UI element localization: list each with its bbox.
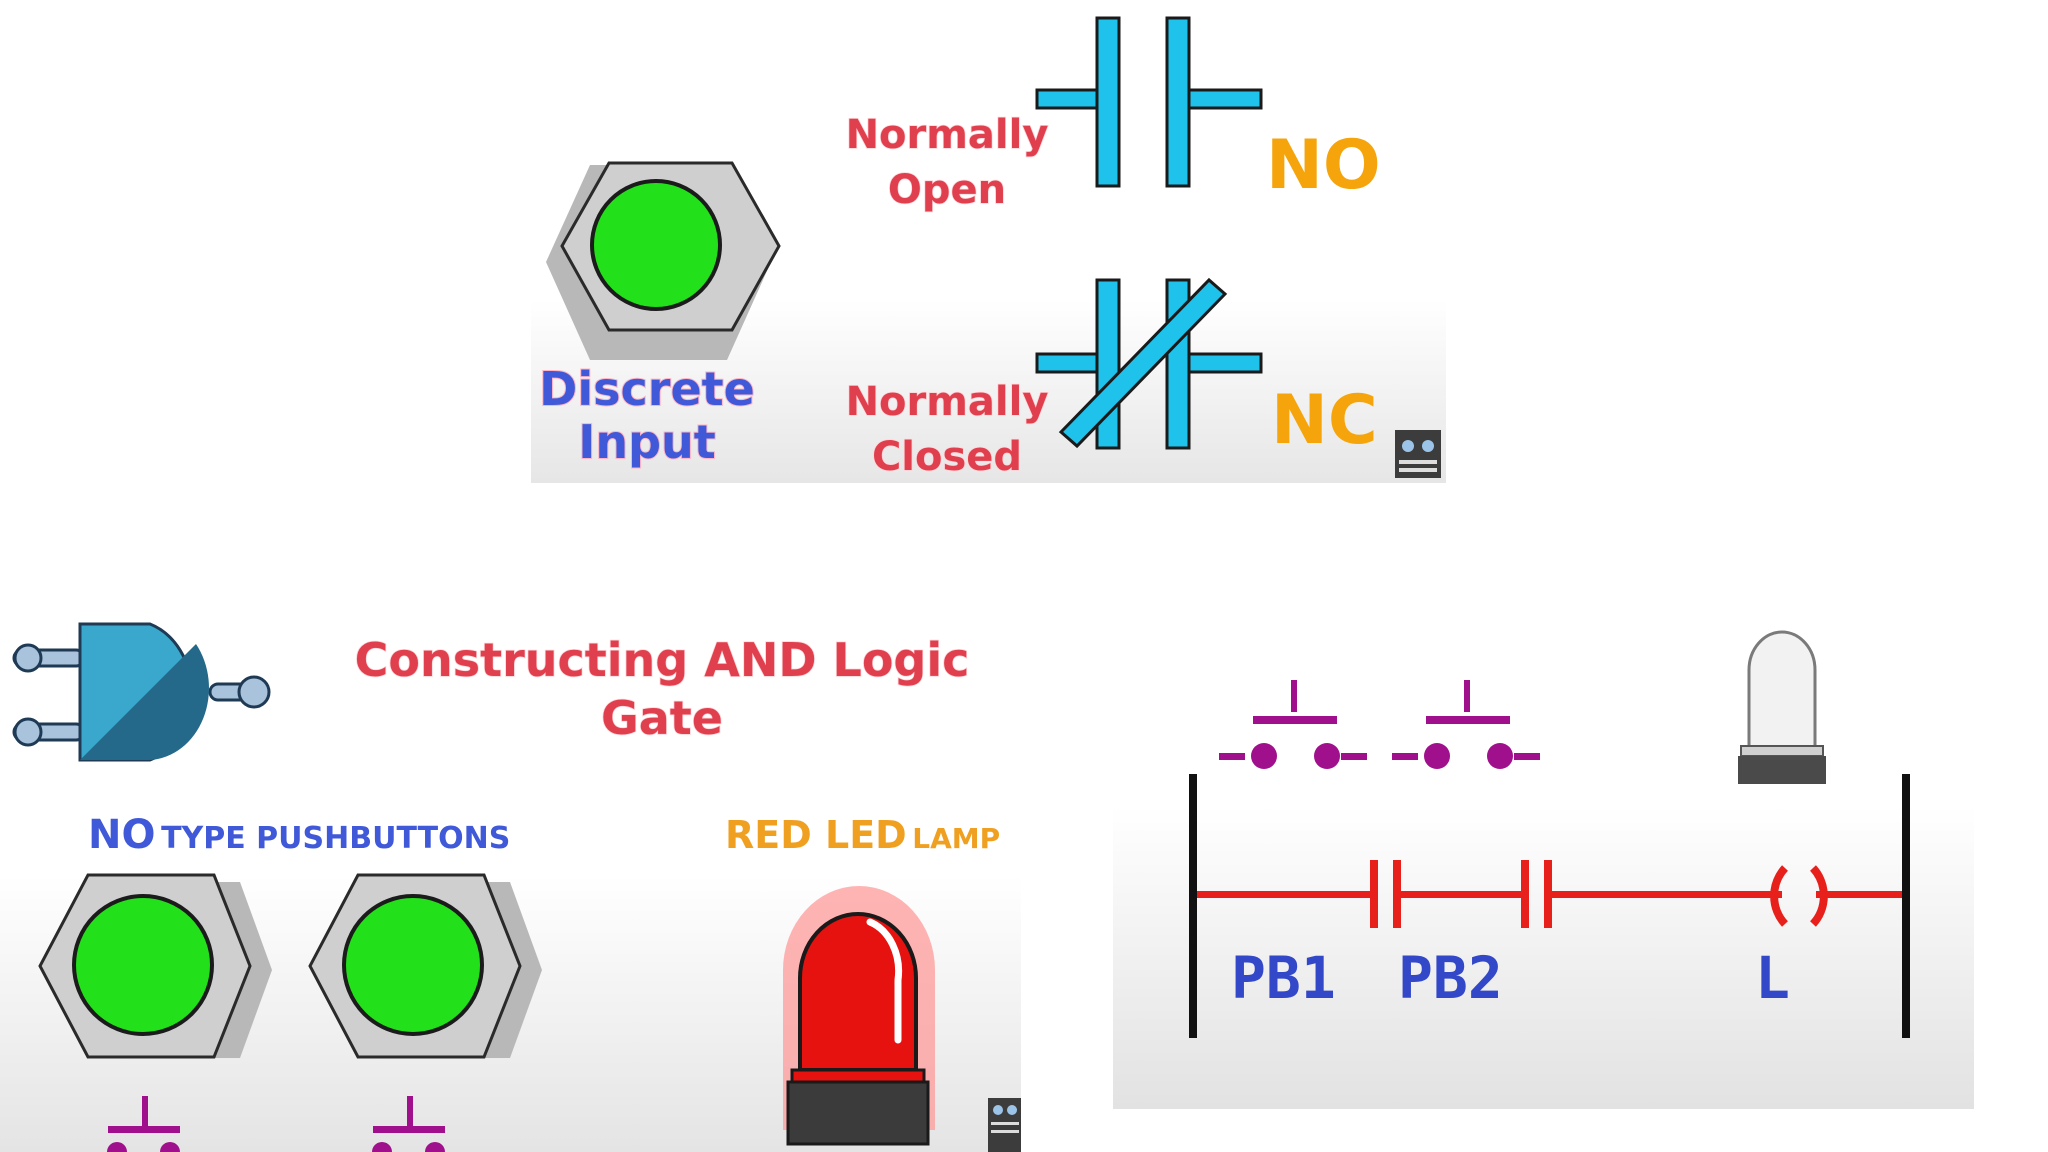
left-power-rail: [1189, 774, 1197, 1038]
lamp-label: L: [1755, 944, 1790, 1012]
pb1-label: PB1: [1231, 944, 1336, 1012]
discrete-label-line2: Input: [578, 415, 716, 469]
right-power-rail: [1902, 774, 1910, 1038]
nc-abbreviation: NC: [1271, 381, 1378, 460]
discrete-input-button-icon: [546, 161, 781, 360]
pushbuttons-heading: NO TYPE PUSHBUTTONS: [88, 812, 510, 858]
lamp-bulb-icon: [1738, 630, 1826, 784]
pushbutton-2-symbol-icon: [372, 1096, 445, 1152]
ladder-logic-diagram: PB1 PB2 L: [1189, 630, 1910, 1038]
channel-logo-icon: [988, 1098, 1021, 1152]
panel-ladder-diagram: PB1 PB2 L: [1113, 620, 1974, 1109]
no-nc-diagram: Discrete Input Normally Open NO Normally…: [538, 16, 1441, 481]
and-gate-title-line2: Gate: [601, 691, 723, 745]
lamp-heading-prefix: RED LED: [725, 813, 907, 857]
pushbuttons-heading-prefix: NO: [88, 812, 155, 858]
lamp-heading-rest: LAMP: [912, 822, 1000, 855]
normally-closed-line2: Closed: [872, 434, 1022, 480]
normally-closed-line1: Normally: [846, 379, 1049, 425]
pushbutton-1-icon: [38, 873, 272, 1059]
pushbutton-2-icon: [308, 873, 542, 1059]
nc-contact-symbol-icon: [1035, 277, 1263, 450]
discrete-label-line1: Discrete: [539, 362, 755, 416]
pb1-pushbutton-symbol-icon: [1219, 680, 1367, 769]
and-gate-icon: [12, 622, 271, 762]
channel-logo-icon: [1395, 430, 1441, 478]
pushbuttons-heading-rest: TYPE PUSHBUTTONS: [161, 821, 510, 856]
normally-open-line1: Normally: [846, 112, 1049, 158]
panel-no-nc-contacts: Discrete Input Normally Open NO Normally…: [531, 0, 1446, 483]
red-led-lamp-icon: [783, 886, 935, 1146]
and-gate-hardware-diagram: Constructing AND Logic Gate NO TYPE PUSH…: [12, 622, 1021, 1152]
lamp-coil-symbol-icon: [1770, 865, 1828, 927]
pb2-pushbutton-symbol-icon: [1392, 680, 1540, 769]
no-abbreviation: NO: [1266, 126, 1381, 205]
pushbutton-1-symbol-icon: [107, 1096, 180, 1152]
ladder-rung: [1197, 891, 1902, 898]
pb2-label: PB2: [1398, 944, 1503, 1012]
panel-and-gate-hardware: Constructing AND Logic Gate NO TYPE PUSH…: [0, 620, 1021, 1152]
pb1-contact-symbol-icon: [1370, 860, 1401, 928]
no-contact-symbol-icon: [1035, 16, 1263, 188]
and-gate-title-line1: Constructing AND Logic: [355, 633, 970, 687]
normally-open-line2: Open: [888, 167, 1006, 213]
pb2-contact-symbol-icon: [1521, 860, 1552, 928]
lamp-heading: RED LED LAMP: [725, 813, 1000, 857]
